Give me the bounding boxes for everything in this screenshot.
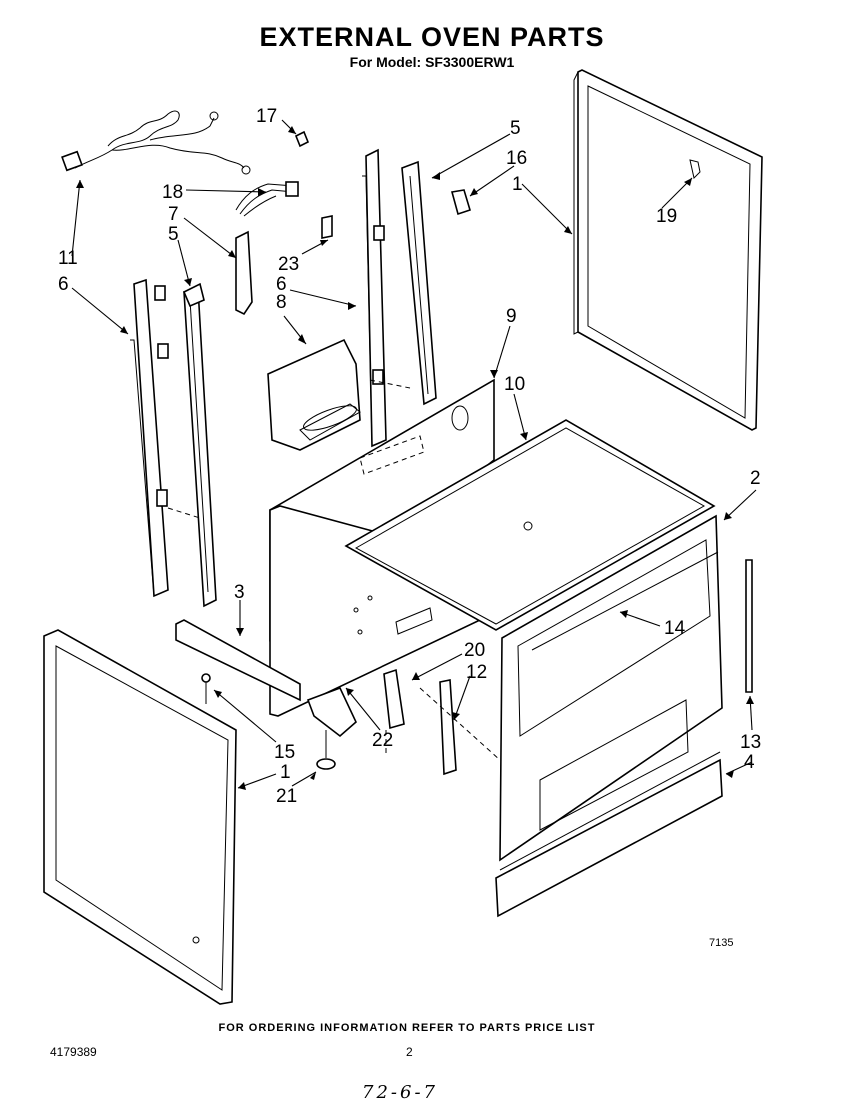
channel-left-part [182,282,217,608]
callout-11: 11 [58,248,78,269]
bracket-part-12 [439,679,457,776]
screw-part-15 [201,673,211,704]
channel-right-part [401,160,437,406]
rear-frame-part [573,69,763,431]
leveling-block-part [306,686,357,738]
callout-15: 15 [274,742,295,763]
callout-23: 23 [278,254,299,275]
callout-17: 17 [256,106,277,127]
page-title: EXTERNAL OVEN PARTS [259,22,605,52]
callout-3: 3 [234,582,245,603]
callout-19: 19 [656,206,677,227]
side-panel-left-part [130,278,169,598]
front-frame-part [499,514,723,862]
leveling-leg-part [316,730,336,770]
callout-14: 14 [664,618,686,639]
callout-12: 12 [466,662,487,683]
callout-22: 22 [372,730,393,751]
model-subtitle: For Model: SF3300ERW1 [349,54,515,70]
callout-9: 9 [506,306,517,327]
callout-10: 10 [504,374,525,395]
arrowheads [76,126,754,790]
bottom-trim-part [495,751,723,918]
bracket-part-23 [321,215,333,239]
callout-21: 21 [276,786,297,807]
front-side-frame-part [43,629,237,1005]
callout-1-rear: 1 [512,174,523,195]
callout-6-center: 6 [276,274,287,295]
callout-1-front: 1 [280,762,291,783]
wire-harness-part [235,181,299,217]
clip-part-16 [450,189,471,216]
handwritten-note: 72-6-7 [362,1082,438,1103]
ordering-note: FOR ORDERING INFORMATION REFER TO PARTS … [218,1022,596,1034]
vent-duct-part [267,338,361,451]
callout-5-left: 5 [168,224,179,245]
assembly-guide-lines [167,379,501,761]
callout-6-left: 6 [58,274,69,295]
lower-trim-part [175,619,301,702]
document-number: 4179389 [50,1045,97,1059]
bracket-part-20 [383,668,405,730]
callout-18: 18 [162,182,183,203]
top-panel-part [344,419,716,631]
callout-2: 2 [750,468,761,489]
callout-7: 7 [168,204,179,225]
callout-8: 8 [276,292,287,313]
side-rail-part [745,559,753,693]
callout-4: 4 [744,752,755,773]
bracket-part-7 [235,230,253,316]
callout-20: 20 [464,640,485,661]
side-panel-center-part [362,148,387,448]
callout-13: 13 [740,732,761,753]
leader-lines [71,119,757,789]
figure-code: 7135 [709,937,734,949]
page-number: 2 [406,1045,413,1059]
callout-5-upper: 5 [510,118,521,139]
power-cord-part [61,110,251,175]
callout-16: 16 [506,148,527,169]
clip-part-17 [294,130,310,148]
